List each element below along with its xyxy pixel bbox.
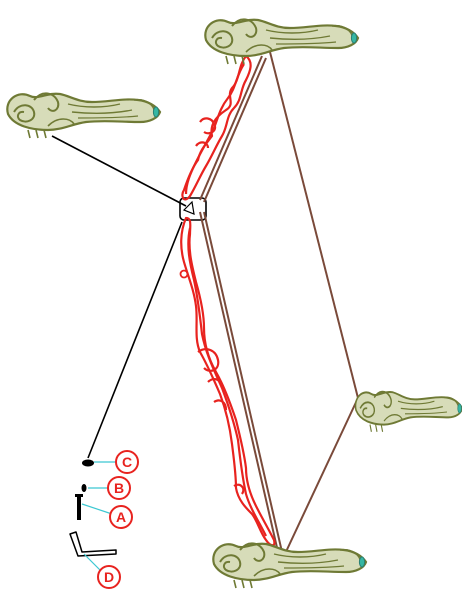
rail-top-inner [199, 55, 263, 201]
rail-bottom-inner [199, 211, 279, 553]
callout-label-b: B [114, 480, 124, 496]
apron-lower-ornament [197, 348, 245, 495]
callout-c: C [115, 450, 139, 474]
plug-icon [82, 459, 94, 467]
hardware-parts [69, 459, 117, 557]
allen-key-icon [69, 531, 117, 557]
rail-top-right [269, 51, 359, 399]
carved-leg-icon [6, 92, 162, 140]
rail-top-inner-2 [203, 57, 267, 203]
callout-label-c: C [122, 454, 132, 470]
rail-bottom-inner-2 [203, 211, 283, 553]
leader-a [81, 503, 113, 515]
carved-leg-icon [212, 542, 368, 590]
apron-lower-dowel [179, 269, 189, 279]
frame-rails [199, 51, 359, 557]
apron-upper [181, 54, 252, 201]
long-screw-icon [75, 494, 83, 520]
callout-b: B [107, 476, 131, 500]
callouts: C B A D [97, 450, 139, 589]
guide-line-left-leg [51, 135, 187, 207]
apron-upper-ornament [195, 117, 217, 149]
callout-label-a: A [116, 509, 126, 525]
callout-a: A [109, 505, 133, 529]
callout-label-d: D [104, 569, 114, 585]
leader-d [83, 553, 101, 571]
joint-detail-marker [182, 200, 195, 215]
short-screw-icon [81, 484, 87, 492]
carved-aprons [179, 54, 276, 547]
rail-bottom-right [283, 397, 359, 557]
callout-d: D [97, 565, 121, 589]
guide-line-hardware [87, 221, 183, 459]
apron-lower-inner [187, 227, 267, 537]
leader-lines [81, 461, 118, 571]
guide-lines [51, 135, 207, 459]
legs [6, 18, 462, 590]
apron-lower [180, 216, 276, 547]
joint-detail-box [179, 197, 207, 221]
apron-upper-inner [184, 63, 245, 195]
carved-leg-icon [354, 390, 462, 433]
carved-leg-icon [204, 18, 360, 66]
